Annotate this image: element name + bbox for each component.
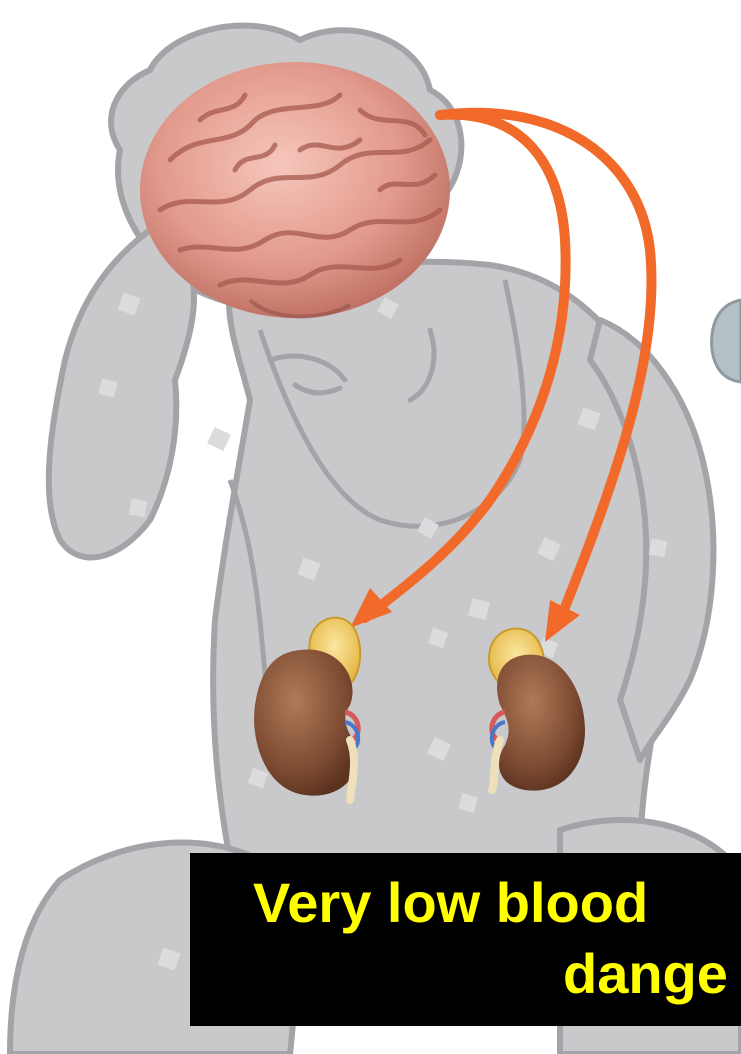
brain-icon bbox=[140, 62, 450, 318]
caption-line-2: dange bbox=[563, 946, 728, 1002]
speech-bubble-edge bbox=[712, 300, 741, 382]
caption-line-1: Very low blood bbox=[253, 875, 648, 931]
caption-box: Very low blood dange bbox=[190, 853, 741, 1026]
